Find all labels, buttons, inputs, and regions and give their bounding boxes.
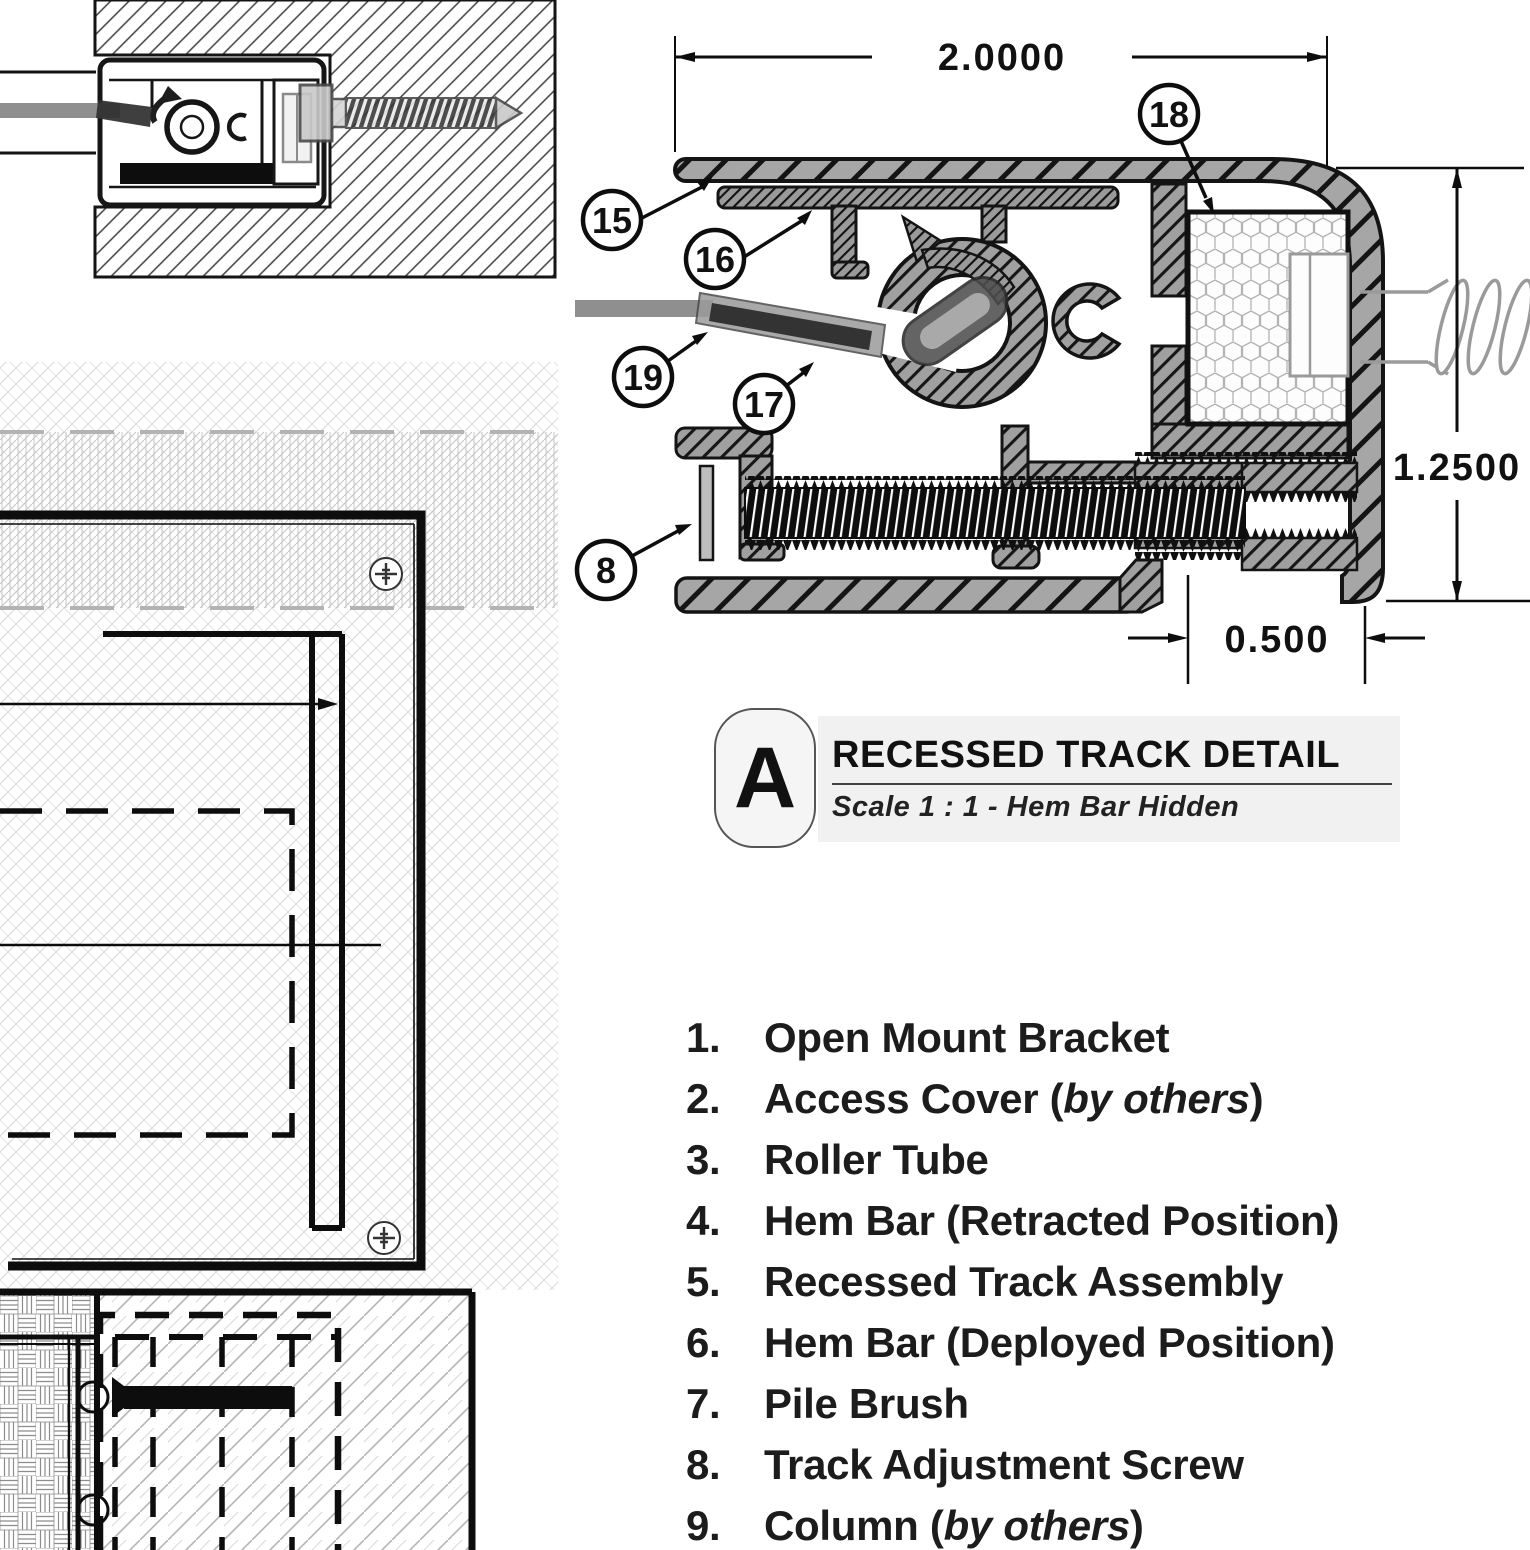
part-number: 3.	[686, 1136, 721, 1183]
pile-brush-bracket	[698, 464, 715, 562]
detail-label: A	[733, 730, 797, 826]
bottom-plate	[674, 576, 1140, 614]
svg-text:0.500: 0.500	[1224, 619, 1329, 661]
recess-frame	[0, 510, 426, 1271]
svg-text:2.0000: 2.0000	[938, 37, 1066, 79]
hidden-hem-bar	[0, 808, 295, 1138]
balloon-19: 19	[611, 332, 708, 409]
balloon-17: 17	[732, 362, 814, 436]
parts-list-item: 5. Recessed Track Assembly	[660, 1258, 1520, 1319]
part-label: Pile Brush	[764, 1380, 969, 1427]
fastener-head-icon	[76, 1380, 110, 1414]
hidden-track-outline	[96, 1311, 342, 1550]
svg-text:17: 17	[744, 384, 784, 425]
title-divider	[832, 783, 1392, 785]
track-adjustment-screw	[744, 476, 1246, 550]
parts-list-item: 6. Hem Bar (Deployed Position)	[660, 1319, 1520, 1380]
svg-text:8: 8	[596, 550, 616, 591]
part-number: 6.	[686, 1319, 721, 1366]
part-label: Hem Bar (Deployed Position)	[764, 1319, 1335, 1366]
parts-list-item: 3. Roller Tube	[660, 1136, 1520, 1197]
balloon-18: 18	[1137, 82, 1214, 214]
detail-scale-note: Scale 1 : 1 - Hem Bar Hidden	[832, 791, 1240, 823]
wall-section-view	[0, 0, 557, 279]
part-label: Column (by others)	[764, 1502, 1144, 1549]
part-label: Access Cover (by others)	[764, 1075, 1264, 1122]
mounting-screw-icon	[1360, 278, 1530, 376]
svg-text:15: 15	[592, 200, 632, 241]
part-number: 8.	[686, 1441, 721, 1488]
detail-label-badge: A	[714, 708, 816, 848]
phillips-screw-icon	[369, 557, 403, 591]
part-label: Open Mount Bracket	[764, 1014, 1170, 1061]
part-number: 4.	[686, 1197, 721, 1244]
svg-text:1.2500: 1.2500	[1393, 447, 1521, 489]
mounting-screw-small	[298, 83, 524, 143]
svg-text:19: 19	[623, 357, 663, 398]
plan-view	[0, 362, 558, 1290]
recessed-track-profile-small	[97, 57, 327, 208]
svg-text:16: 16	[695, 239, 735, 280]
balloon-15: 15	[580, 176, 713, 252]
balloon-8: 8	[574, 524, 692, 602]
deploy-direction-arrow	[0, 698, 338, 710]
part-label: Recessed Track Assembly	[764, 1258, 1284, 1305]
part-number: 1.	[686, 1014, 721, 1061]
parts-list-item: 8. Track Adjustment Screw	[660, 1441, 1520, 1502]
adjustment-screw-small	[120, 163, 298, 184]
svg-text:18: 18	[1149, 94, 1189, 135]
part-number: 9.	[686, 1502, 721, 1549]
screen-fabric-rod	[0, 103, 120, 118]
part-number: 2.	[686, 1075, 721, 1122]
detail-view-a	[575, 157, 1530, 614]
dimension-1.2500: 1.2500	[1336, 166, 1530, 603]
part-label: Roller Tube	[764, 1136, 989, 1183]
balloon-16: 16	[683, 210, 812, 291]
lag-bolt	[112, 1377, 292, 1417]
detail-title: RECESSED TRACK DETAIL	[832, 734, 1341, 776]
column-section-view	[0, 1288, 476, 1550]
fastener-head-icon	[76, 1493, 110, 1527]
hidden-screw-head	[1288, 252, 1350, 378]
parts-list-item: 4. Hem Bar (Retracted Position)	[660, 1197, 1520, 1258]
title-band	[818, 716, 1400, 842]
parts-list: 1. Open Mount Bracket 2. Access Cover (by …	[660, 1014, 1520, 1550]
parts-list-item: 9. Column (by others)	[660, 1502, 1520, 1550]
parts-list-item: 1. Open Mount Bracket	[660, 1014, 1520, 1075]
parts-list-item: 7. Pile Brush	[660, 1380, 1520, 1441]
phillips-screw-icon	[367, 1221, 401, 1255]
screen-rod-assembly	[575, 275, 1009, 367]
parts-list-item: 2. Access Cover (by others)	[660, 1075, 1520, 1136]
dimension-2.0000: 2.0000	[674, 36, 1328, 166]
header-band	[0, 432, 558, 608]
detail-title-block: A RECESSED TRACK DETAIL Scale 1 : 1 - He…	[700, 700, 1420, 860]
part-number: 5.	[686, 1258, 721, 1305]
part-number: 7.	[686, 1380, 721, 1427]
upper-track-bar	[716, 185, 1120, 210]
part-label: Track Adjustment Screw	[764, 1441, 1244, 1488]
dimension-0.500: 0.500	[1128, 575, 1425, 684]
part-label: Hem Bar (Retracted Position)	[764, 1197, 1340, 1244]
c-clip	[1051, 282, 1122, 360]
masonry-hatch	[0, 1294, 95, 1550]
